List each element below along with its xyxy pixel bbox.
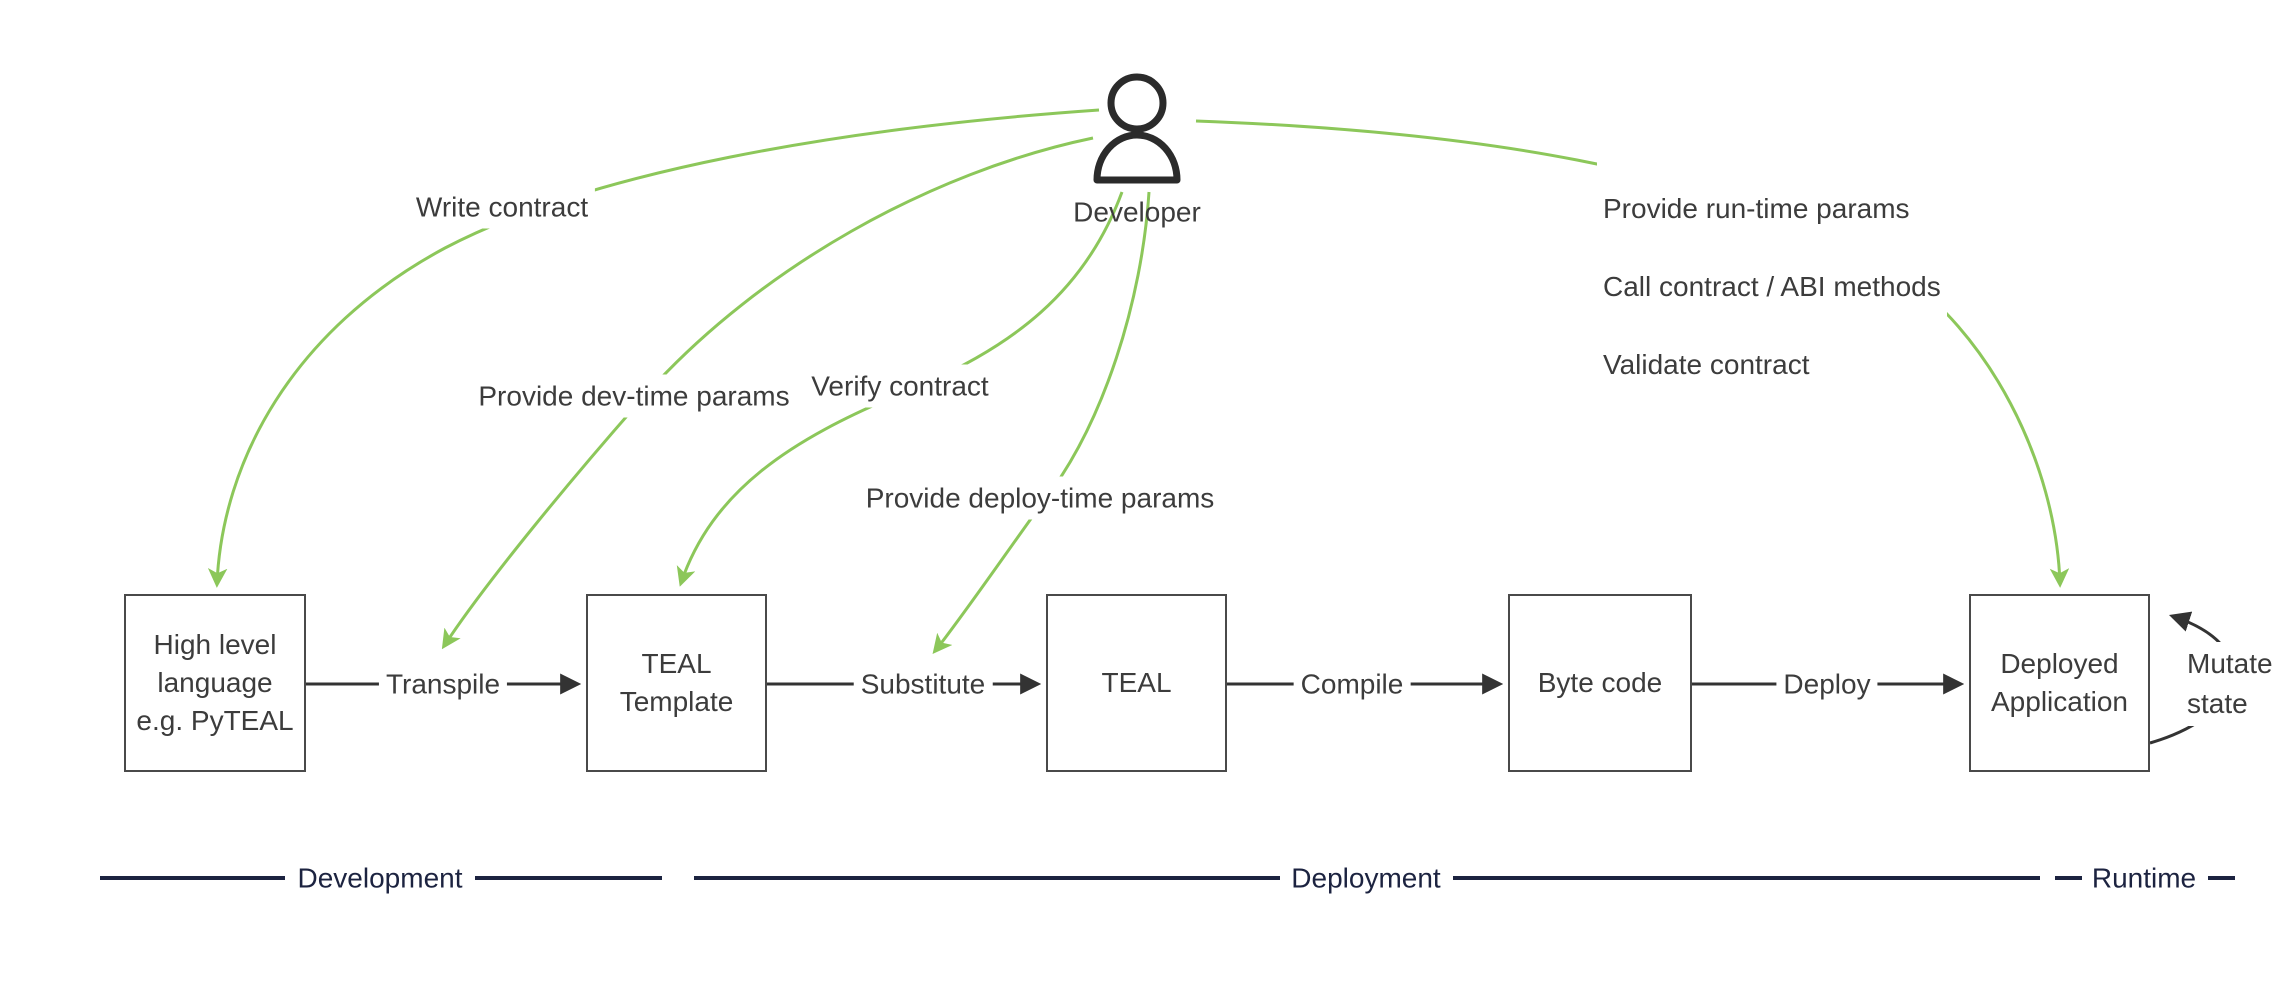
node-deployed-application: Deployed Application <box>1969 594 2150 772</box>
node-teal: TEAL <box>1046 594 1227 772</box>
developer-person-icon <box>1093 73 1181 184</box>
write-contract-arrow <box>207 108 1100 588</box>
dev-time-params-label: Provide dev-time params <box>471 374 797 418</box>
node-high-level-language: High level language e.g. PyTEAL <box>124 594 306 772</box>
validate-contract-label: Validate contract <box>1603 349 1810 380</box>
transpile-label: Transpile <box>378 662 508 706</box>
node-teal-template: TEAL Template <box>586 594 767 772</box>
developer-label: Developer <box>1073 196 1201 228</box>
deploy-label: Deploy <box>1776 662 1878 706</box>
runtime-params-label: Provide run-time params <box>1603 193 1910 224</box>
phase-development-label: Development <box>293 858 467 898</box>
person-body <box>1093 131 1181 184</box>
person-head <box>1107 73 1167 133</box>
substitute-label: Substitute <box>853 662 993 706</box>
compile-label: Compile <box>1293 662 1411 706</box>
verify-contract-label: Verify contract <box>804 364 996 408</box>
node-byte-code: Byte code <box>1508 594 1692 772</box>
call-contract-label: Call contract / ABI methods <box>1603 271 1941 302</box>
phase-deployment-label: Deployment <box>1287 858 1445 898</box>
deploy-time-params-label: Provide deploy-time params <box>858 476 1222 520</box>
write-contract-label: Write contract <box>408 185 596 229</box>
phase-runtime-label: Runtime <box>2087 858 2201 898</box>
deploy-time-params-arrow <box>932 191 1151 655</box>
mutate-state-label: Mutate state <box>2181 642 2279 726</box>
runtime-actions-block: Provide run-time params Call contract / … <box>1597 148 1947 425</box>
